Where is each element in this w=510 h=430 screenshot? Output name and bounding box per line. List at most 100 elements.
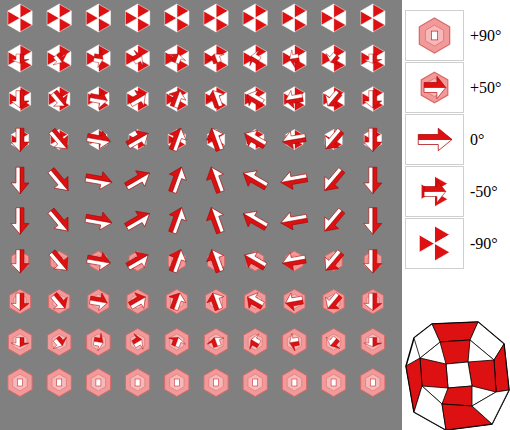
legend-cell [406, 167, 464, 217]
arrow-glyph [288, 332, 300, 351]
arrow-glyph [89, 89, 109, 110]
arrow-glyph [247, 48, 264, 68]
orientation-glyph [204, 369, 228, 397]
orientation-glyph [361, 45, 385, 72]
arrow-glyph [206, 51, 226, 66]
grid-background [0, 0, 402, 430]
orientation-glyph [44, 164, 75, 196]
orientation-glyph [8, 45, 32, 72]
arrow-half-white [364, 293, 373, 310]
arrow-half-white [251, 332, 263, 344]
orientation-glyph [8, 328, 32, 355]
arrow-glyph [321, 87, 346, 112]
arrow-glyph [203, 125, 228, 153]
orientation-glyph [11, 128, 29, 151]
orientation-glyph [88, 87, 109, 112]
arrow-half-white [44, 211, 68, 237]
orientation-glyph [243, 369, 267, 397]
orientation-glyph [164, 164, 190, 195]
arrow-glyph [243, 289, 267, 313]
arrow-half-white [47, 93, 65, 112]
arrow-half-white [281, 250, 306, 263]
orientation-glyph [11, 208, 29, 235]
orientation-glyph [203, 247, 228, 275]
orientation-glyph [421, 72, 448, 103]
orientation-glyph [204, 328, 228, 355]
arrow-glyph [240, 126, 269, 153]
orientation-glyph [361, 369, 385, 397]
arrow-glyph [243, 87, 267, 111]
arrow-glyph [164, 164, 190, 195]
hexagon-center [57, 379, 62, 386]
orientation-glyph [8, 369, 32, 397]
arrow-half-red [20, 167, 29, 194]
hexagon-back [47, 369, 71, 397]
hexagon-back [283, 328, 307, 355]
hexagon-back [47, 328, 70, 355]
orientation-glyph [282, 4, 306, 32]
arrow-glyph [324, 49, 344, 68]
orientation-glyph [284, 87, 305, 112]
arrow-half-white [173, 128, 189, 153]
hexagon-segment [125, 4, 137, 18]
arrow-half-white [84, 178, 112, 191]
orientation-glyph [284, 289, 305, 314]
orientation-glyph [86, 129, 112, 151]
legend-frame [406, 11, 464, 269]
hexagon-segment [165, 4, 177, 18]
legend-label: -50° [470, 183, 498, 201]
hexagon-center [253, 379, 258, 386]
hexagon-segment [435, 244, 450, 262]
hexagon-segment [177, 18, 189, 32]
hexagon-center [135, 379, 140, 386]
arrow-half-white [211, 204, 229, 232]
legend-cell [406, 219, 464, 269]
orientation-glyph [281, 129, 307, 151]
orientation-glyph [126, 87, 150, 112]
hexagon-back [361, 369, 385, 397]
arrow-half-white [212, 247, 228, 272]
arrow-half-white [324, 333, 337, 346]
hexagon-segment [294, 18, 306, 32]
arrow-glyph [319, 247, 348, 276]
orientation-glyph [419, 226, 449, 261]
arrow-glyph [284, 291, 304, 312]
hexagon-back [362, 289, 383, 314]
hexagon-inner [209, 374, 224, 391]
arrow-glyph [364, 208, 382, 235]
arrow-glyph [49, 333, 69, 352]
hexagon-segment [204, 4, 216, 18]
hexagon-back [165, 369, 189, 397]
orientation-glyph [47, 87, 72, 112]
arrow-half-white [281, 129, 306, 142]
arrow-half-red [20, 91, 29, 108]
polyhedron-face [420, 358, 448, 388]
arrow-glyph [204, 290, 227, 312]
hexagon-back [125, 369, 149, 397]
orientation-glyph [126, 289, 150, 314]
arrow-glyph [11, 167, 29, 194]
hexagon-center [431, 31, 437, 40]
arrow-half-white [11, 54, 20, 63]
hexagon-back [243, 369, 267, 397]
arrow-half-white [89, 98, 108, 110]
arrow-glyph [11, 208, 29, 235]
polyhedron-face [442, 386, 472, 406]
arrow-glyph [11, 338, 29, 347]
arrow-glyph [364, 250, 382, 273]
arrow-half-white [45, 131, 67, 155]
hexagon-center [292, 379, 297, 386]
arrow-glyph [279, 169, 308, 191]
arrow-half-red [373, 167, 382, 194]
arrow-half-white [364, 167, 373, 194]
hexagon-back [204, 369, 228, 397]
arrow-glyph [203, 164, 229, 195]
orientation-glyph [165, 45, 189, 72]
glyph-grid [8, 4, 385, 397]
arrow-glyph [424, 180, 446, 203]
arrow-half-white [214, 51, 226, 63]
orientation-glyph [283, 328, 307, 355]
arrow-half-white [45, 252, 67, 276]
legend-icons [418, 18, 452, 261]
orientation-glyph [283, 45, 307, 72]
